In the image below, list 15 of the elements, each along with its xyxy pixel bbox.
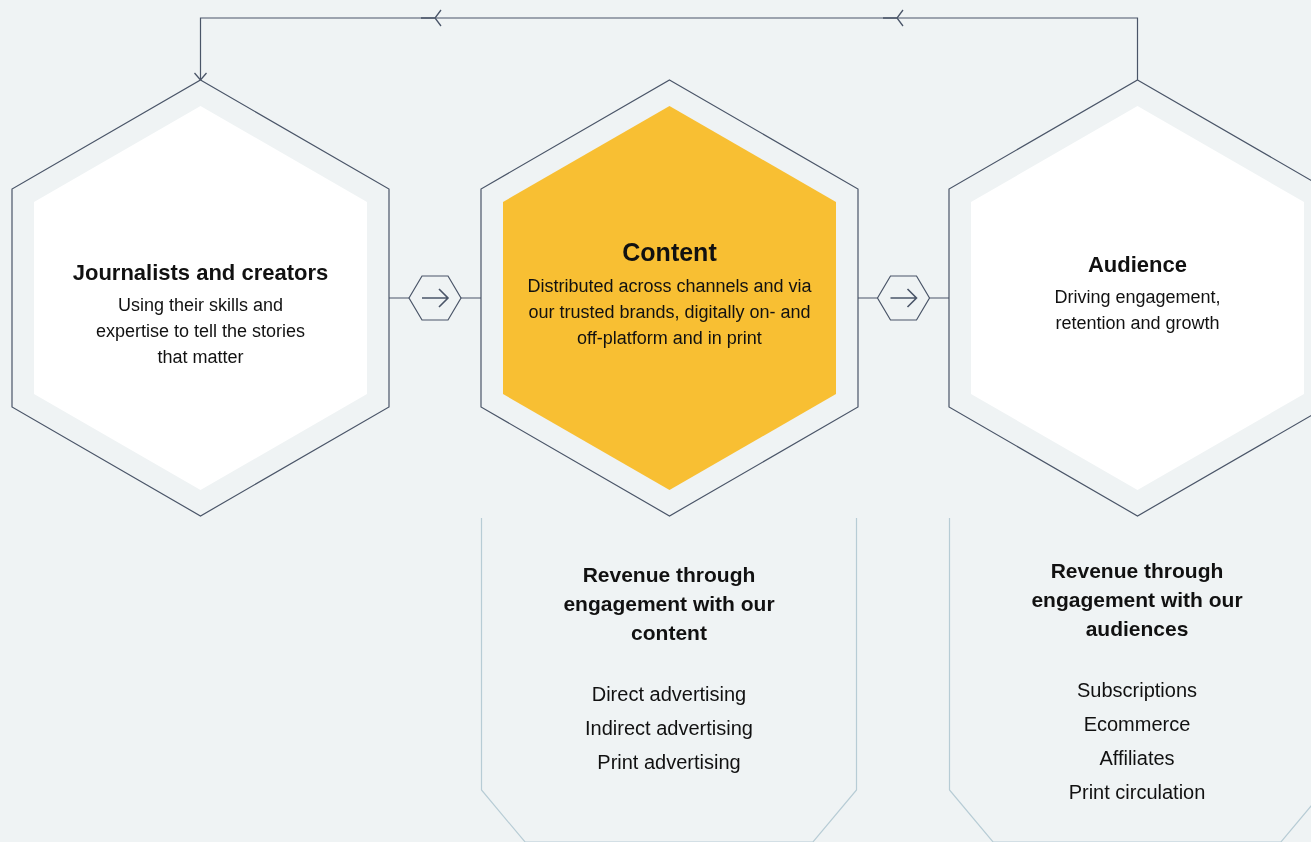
panel-heading: Revenue through engagement with our content [562, 562, 776, 646]
node-title: Audience [1088, 252, 1187, 278]
node-title: Journalists and creators [72, 260, 329, 286]
revenue-item: Subscriptions [1076, 678, 1198, 703]
revenue-item: Print circulation [1068, 780, 1206, 805]
revenue-item: Affiliates [1099, 746, 1175, 771]
revenue-item: Indirect advertising [585, 716, 753, 741]
revenue-item: Print advertising [597, 750, 741, 775]
revenue-item: Direct advertising [591, 682, 747, 707]
node-title: Content [622, 238, 717, 267]
node-description: Using their skills and expertise to tell the stories that matter [94, 294, 307, 369]
node-description: Distributed across channels and via our trusted brands, digitally on- and off-platform and in print [526, 275, 813, 350]
node-description: Driving engagement, retention and growth [1053, 286, 1222, 335]
revenue-item: Ecommerce [1083, 712, 1191, 737]
panel-heading: Revenue through engagement with our audiences [1030, 558, 1244, 642]
